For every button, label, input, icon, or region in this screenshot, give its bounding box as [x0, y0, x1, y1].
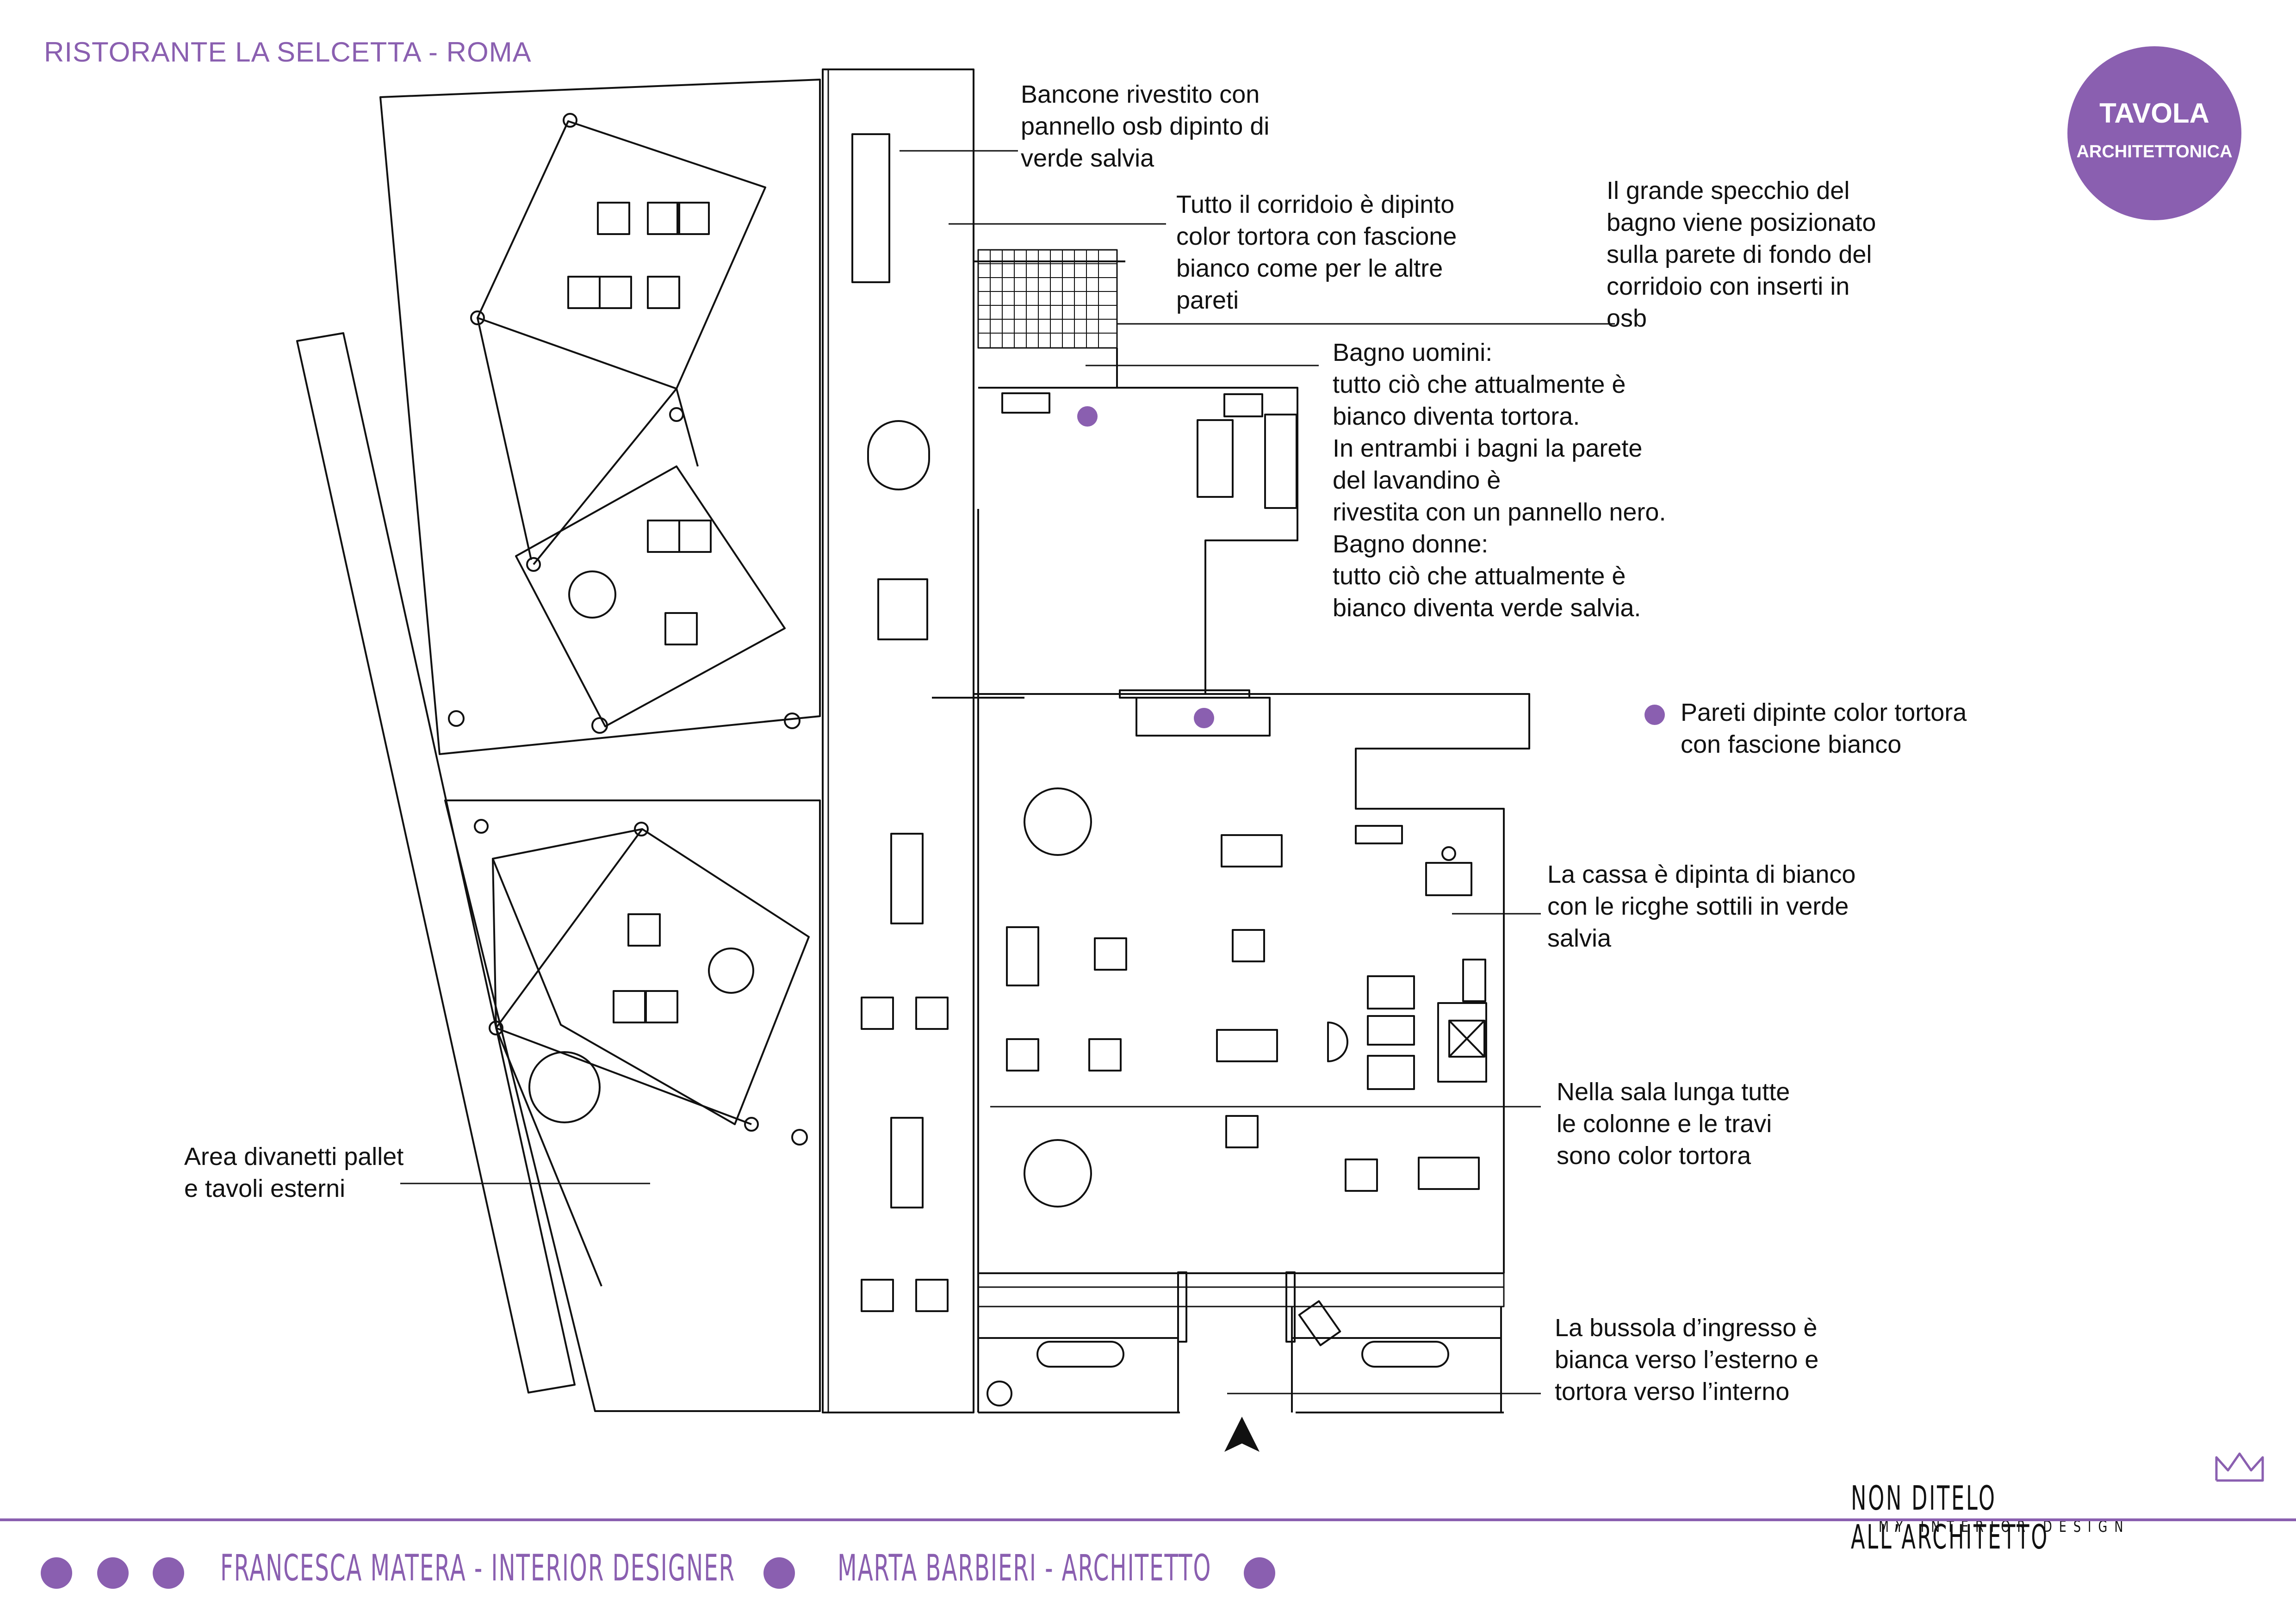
tavola-badge: TAVOLA ARCHITETTONICA [2067, 46, 2241, 220]
outdoor-area-lower [444, 799, 821, 1412]
note-specchio: Il grande specchio del bagno viene posiz… [1607, 177, 1876, 332]
annotation-leaders [400, 150, 1615, 1394]
north-arrow-icon [1224, 1417, 1260, 1452]
footer-architect: MARTA BARBIERI - ARCHITETTO [838, 1548, 1212, 1589]
note-bagni: Bagno uomini: tutto ciò che attualmente … [1333, 339, 1666, 622]
main-hall [932, 509, 1530, 1412]
footer-dot [153, 1557, 184, 1589]
note-sala: Nella sala lunga tutte le colonne e le t… [1557, 1078, 1790, 1170]
diagonal-walkway [296, 332, 576, 1394]
bathrooms [978, 348, 1298, 694]
note-corridoio: Tutto il corridoio è dipinto color torto… [1176, 191, 1457, 314]
marker-dot-icon [1194, 708, 1214, 728]
footer-dot [41, 1557, 72, 1589]
note-bancone: Bancone rivestito con pannello osb dipin… [1021, 81, 1270, 172]
note-bussola: La bussola d’ingresso è bianca verso l’e… [1555, 1314, 1819, 1406]
footer-dot [97, 1557, 129, 1589]
badge-title: TAVOLA [2099, 98, 2209, 129]
tables [567, 202, 1480, 1368]
marker-dot-icon [1644, 705, 1665, 725]
corridor [822, 68, 1125, 1413]
badge-subtitle: ARCHITETTONICA [2076, 142, 2233, 161]
footer-divider [0, 1518, 2296, 1521]
footer-designer: FRANCESCA MATERA - INTERIOR DESIGNER [220, 1548, 735, 1589]
brand-logo-text: NON DITELO ALL’ARCHITETTO [1851, 1479, 2049, 1556]
marker-dot-icon [1077, 406, 1098, 427]
crown-icon [2215, 1452, 2264, 1482]
outdoor-area-upper [379, 79, 821, 755]
footer-dot [763, 1557, 795, 1589]
note-cassa: La cassa è dipinta di bianco con le ricg… [1547, 861, 1856, 952]
footer-dot [1244, 1557, 1275, 1589]
note-area-esterna: Area divanetti pallet e tavoli esterni [184, 1143, 404, 1202]
drawing-title: RISTORANTE LA SELCETTA - ROMA [44, 37, 532, 68]
legend-text: Pareti dipinte color tortora con fascion… [1681, 699, 1967, 758]
